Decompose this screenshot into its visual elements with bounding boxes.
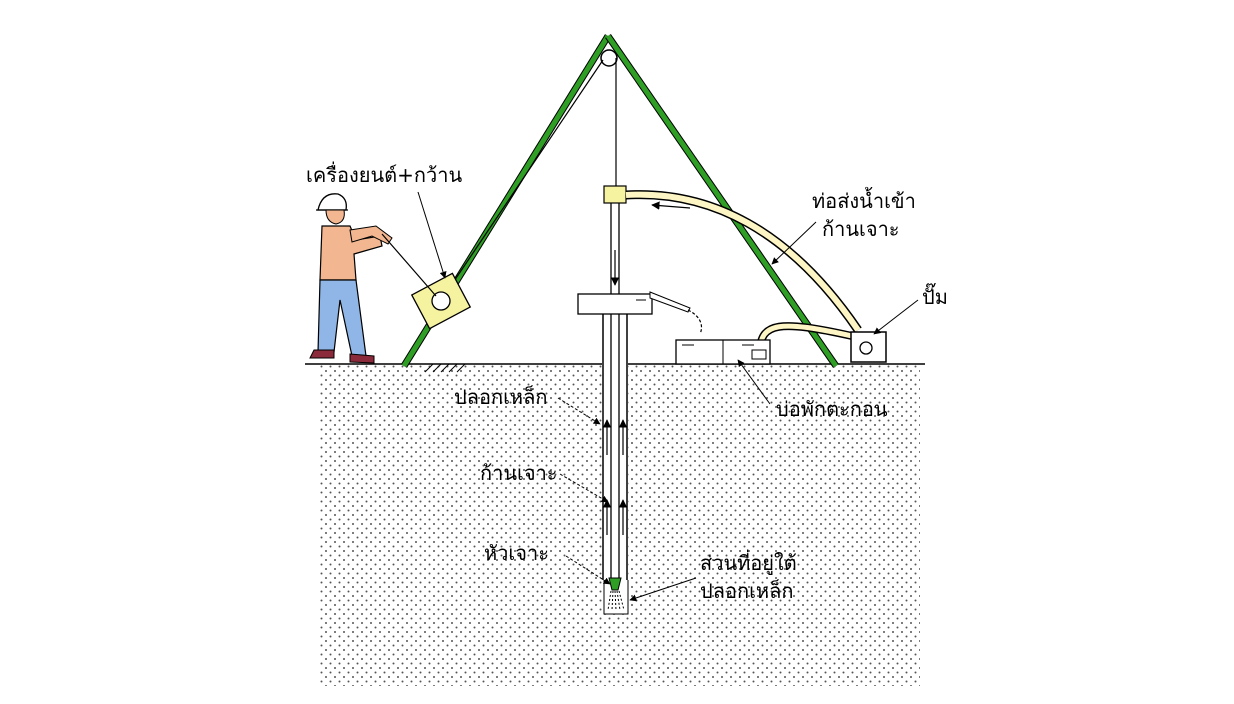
winch-handle-rope — [381, 233, 437, 297]
pump — [850, 331, 887, 363]
worker-arm — [349, 225, 393, 245]
label-drill-bit: หัวเจาะ — [484, 541, 549, 565]
casing-collar-tub — [577, 291, 703, 335]
pointer-drill-bit — [565, 555, 611, 585]
settling-pond — [675, 339, 771, 365]
pointer-water-pipe — [771, 221, 817, 265]
worker — [309, 193, 437, 364]
strainer — [751, 349, 767, 360]
drill-rod — [602, 200, 628, 580]
water-swivel — [603, 185, 627, 204]
label-steel-casing: ปลอกเหล็ก — [454, 384, 547, 409]
overflow-spout — [649, 291, 691, 313]
drill-bit — [607, 577, 625, 611]
label-water-pipe-line2: ก้านเจาะ — [822, 217, 900, 241]
pointer-below-casing — [629, 577, 697, 602]
engine-winch — [410, 272, 472, 330]
pointer-settling-pond — [737, 359, 771, 405]
worker-helmet — [317, 193, 347, 211]
label-settling-pond: บ่อพักตะกอน — [776, 397, 888, 421]
pointer-drill-rod — [559, 473, 609, 503]
label-below-casing-line2: ปลอกเหล็ก — [700, 578, 793, 603]
pointer-pump — [873, 299, 919, 335]
pointer-steel-casing — [557, 397, 601, 425]
label-below-casing-line1: ส่วนที่อยู่ใต้ — [700, 549, 797, 576]
worker-boot-left — [309, 349, 335, 359]
worker-pants — [317, 279, 367, 357]
worker-boot-right — [349, 353, 375, 364]
suction-hose — [756, 322, 853, 353]
label-water-pipe-line1: ท่อส่งน้ำเข้า — [812, 187, 916, 213]
pointer-engine-winch — [417, 191, 447, 279]
overflow-stream — [687, 309, 703, 335]
label-engine-winch: เครื่องยนต์+กว้าน — [306, 161, 462, 187]
borehole — [602, 314, 629, 615]
water-jets — [607, 590, 625, 611]
below-casing-hole — [603, 580, 629, 615]
hatch-marks — [424, 363, 466, 373]
label-drill-rod: ก้านเจาะ — [480, 461, 558, 485]
hose-flow-arrow — [651, 201, 691, 210]
winch-cable — [443, 59, 604, 297]
water-supply-hose — [625, 190, 862, 333]
worker-head — [325, 209, 345, 225]
pulley — [600, 49, 618, 67]
label-pump: ปั๊ม — [922, 282, 948, 309]
